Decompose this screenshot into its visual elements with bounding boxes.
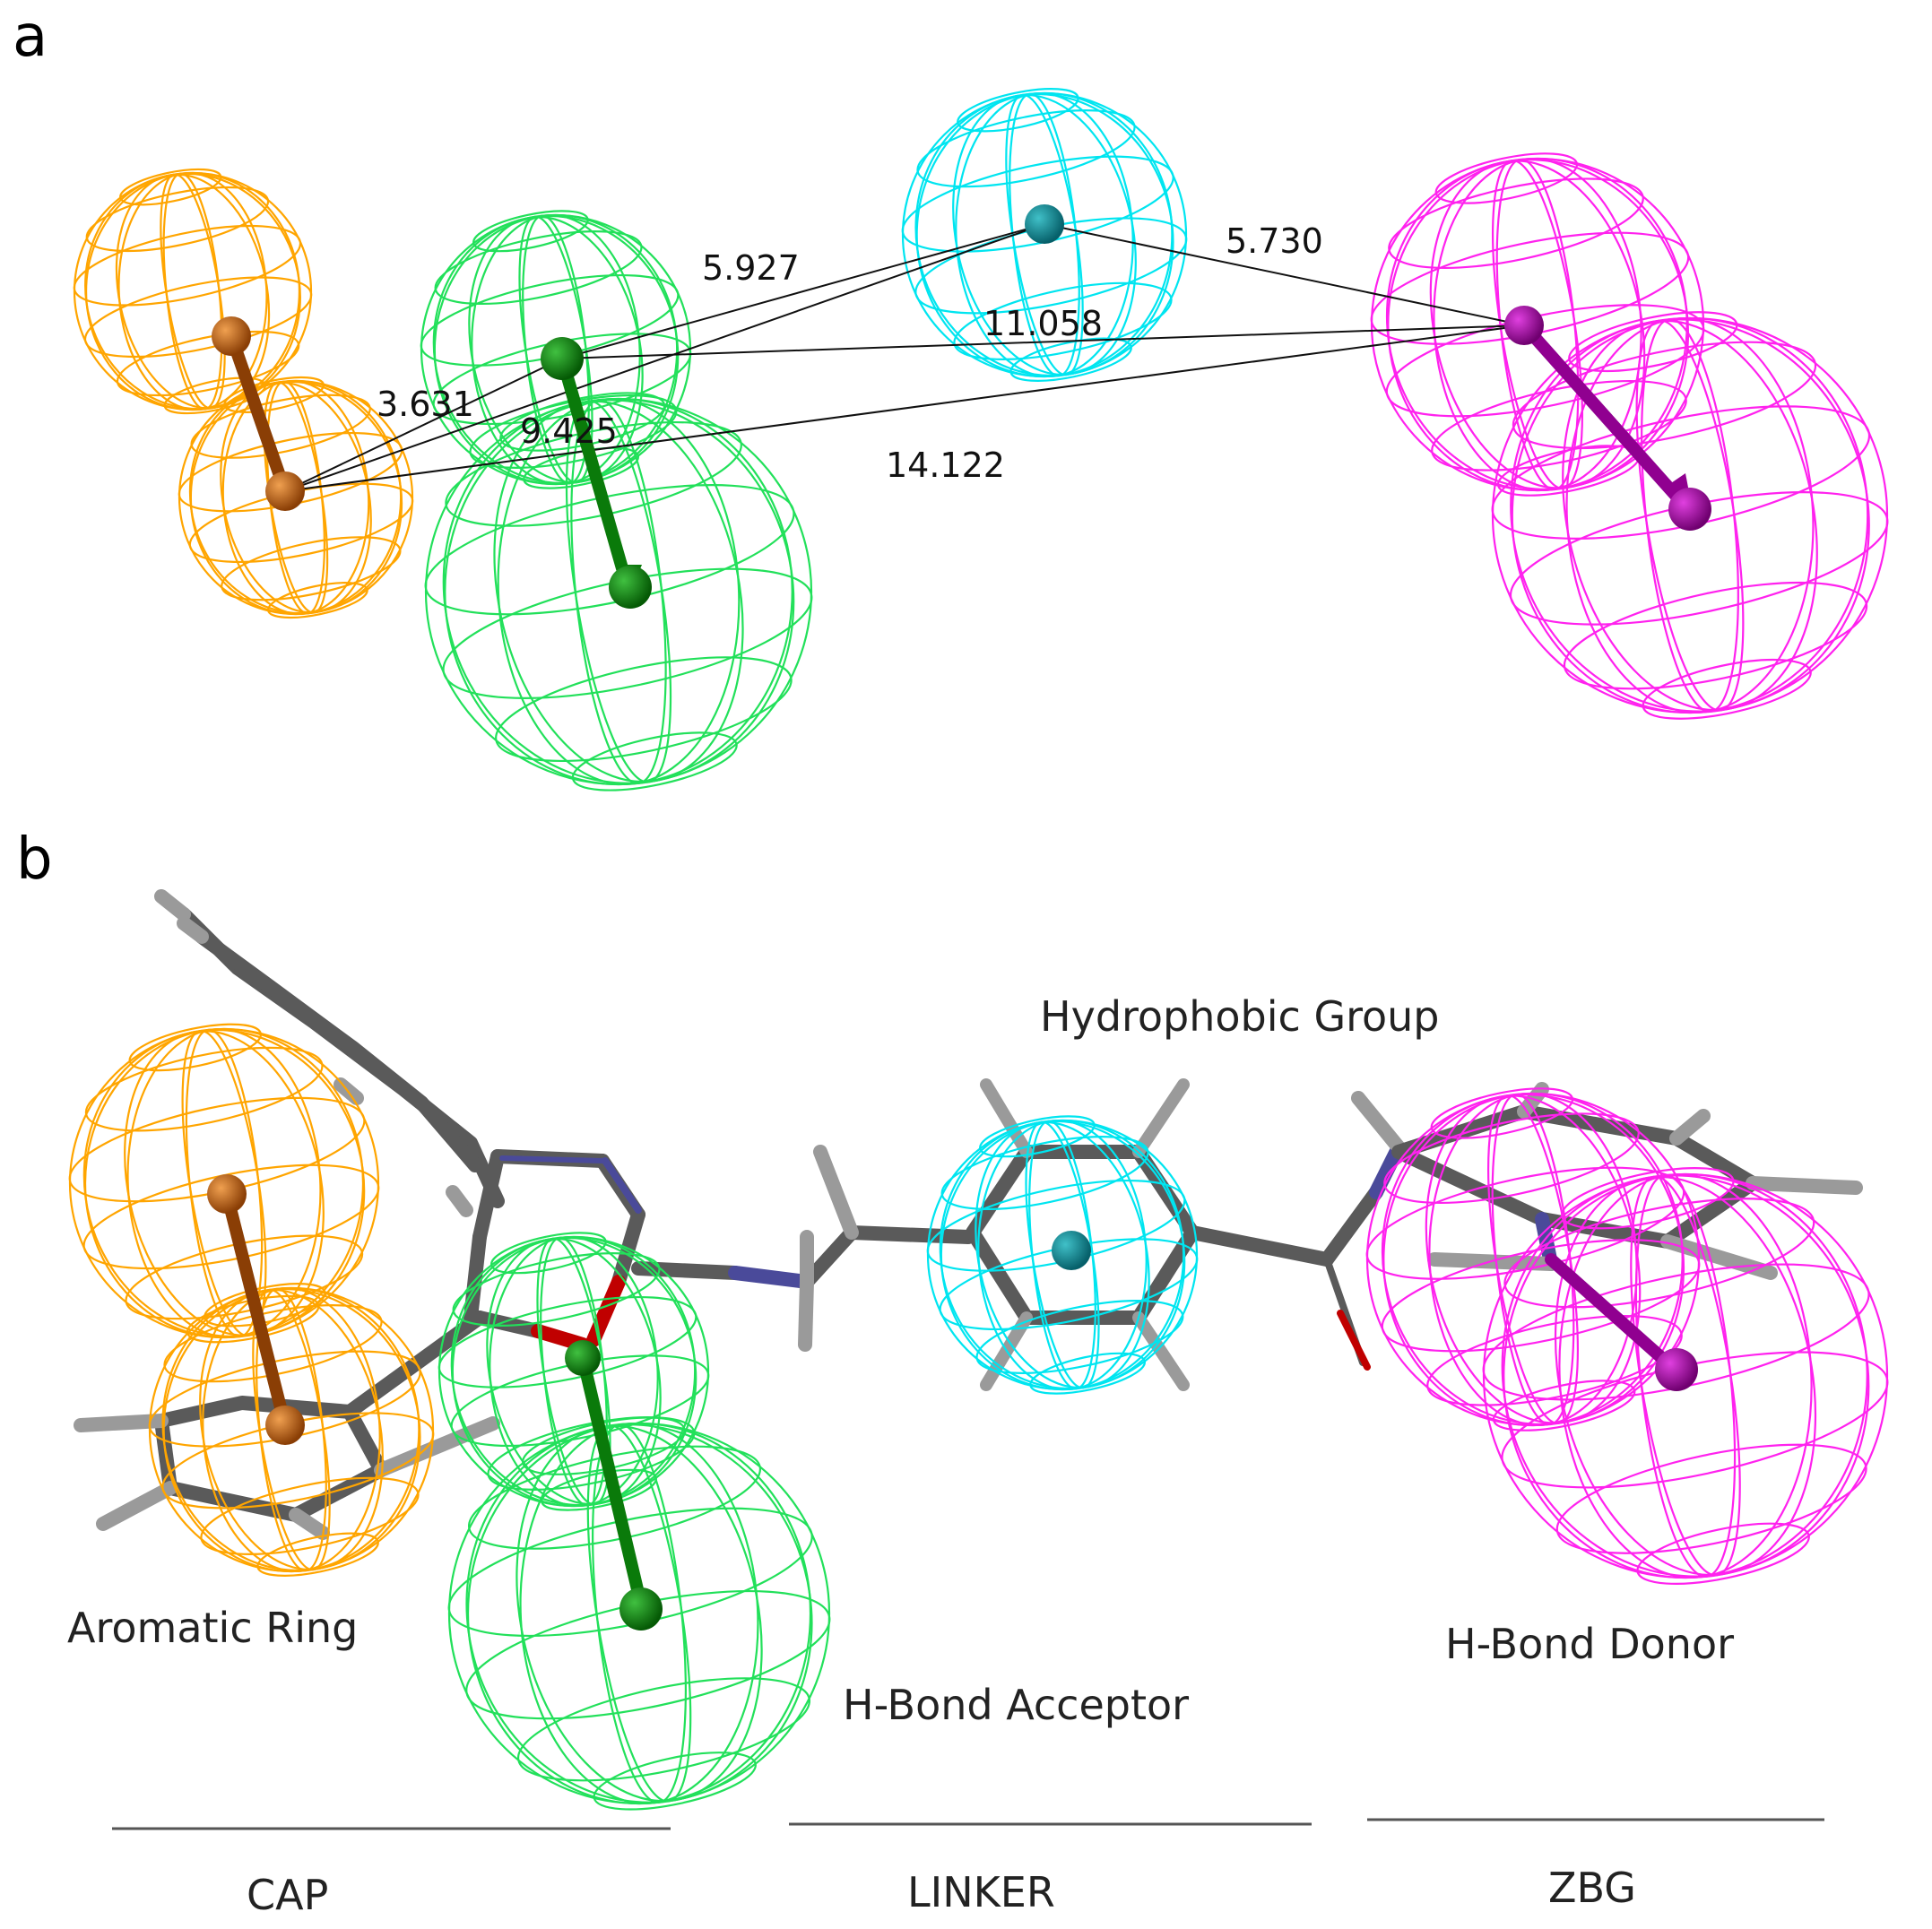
ligand-molecule bbox=[74, 889, 1863, 1540]
hydrophobic-center-a bbox=[1025, 204, 1064, 244]
distance-line bbox=[1044, 223, 1525, 326]
acceptor-cage bbox=[438, 1232, 710, 1511]
panel-b-label: b bbox=[16, 826, 53, 893]
acceptor-vector-a bbox=[541, 337, 652, 609]
panel-a-feature-cages bbox=[73, 88, 1889, 791]
aromatic-cage bbox=[68, 1023, 380, 1344]
acceptor-vector-b bbox=[565, 1340, 663, 1631]
acceptor-atom bbox=[619, 1587, 663, 1631]
h-bond-donor-label: H-Bond Donor bbox=[1445, 1620, 1734, 1668]
distance-line bbox=[561, 324, 1525, 359]
aromatic-atom bbox=[265, 471, 305, 511]
acceptor-cage bbox=[420, 210, 692, 489]
aromatic-cage bbox=[73, 168, 313, 415]
acceptor-atom bbox=[541, 337, 584, 380]
distance-label: 14.122 bbox=[886, 445, 1005, 485]
cap-label: CAP bbox=[247, 1871, 328, 1919]
donor-vector-b bbox=[1545, 1253, 1698, 1391]
bottom-phenyl-hydrogens bbox=[74, 1414, 500, 1540]
distance-label: 3.631 bbox=[377, 385, 474, 424]
acceptor-atom bbox=[565, 1340, 601, 1376]
donor-cage bbox=[1491, 311, 1889, 720]
h-bond-acceptor-label: H-Bond Acceptor bbox=[843, 1681, 1189, 1729]
hydrophobic-atom bbox=[1025, 204, 1064, 244]
donor-atom bbox=[1655, 1348, 1698, 1391]
distance-line bbox=[284, 324, 1525, 492]
donor-cage bbox=[1365, 1087, 1701, 1432]
distance-label: 5.927 bbox=[702, 248, 800, 288]
top-phenyl-ring bbox=[177, 907, 505, 1208]
distance-label: 9.425 bbox=[520, 411, 618, 451]
distance-lines bbox=[284, 223, 1525, 492]
donor-atom bbox=[1504, 306, 1544, 345]
aromatic-vector-b bbox=[207, 1174, 305, 1445]
distance-line bbox=[561, 223, 1045, 359]
zbg-label: ZBG bbox=[1548, 1864, 1636, 1912]
distance-label: 11.058 bbox=[983, 304, 1103, 343]
amine-linker bbox=[631, 1145, 975, 1352]
donor-atom bbox=[1668, 488, 1711, 531]
region-dividers bbox=[112, 1818, 1824, 1830]
hydrophobic-group-label: Hydrophobic Group bbox=[1040, 992, 1440, 1041]
hydrophobic-center-b bbox=[1052, 1231, 1091, 1270]
distance-line bbox=[284, 358, 563, 492]
linker-label: LINKER bbox=[907, 1868, 1055, 1916]
hydrophobic-atom bbox=[1052, 1231, 1091, 1270]
donor-vector-a bbox=[1504, 306, 1711, 531]
distance-line bbox=[284, 223, 1045, 492]
aromatic-atom bbox=[212, 316, 251, 356]
hydrophobic-cage bbox=[926, 1115, 1199, 1395]
distance-label: 5.730 bbox=[1226, 221, 1323, 261]
aromatic-atom bbox=[265, 1406, 305, 1445]
amide-group bbox=[1185, 1091, 1406, 1371]
acceptor-atom bbox=[609, 566, 652, 609]
aromatic-cage bbox=[148, 1283, 435, 1577]
aromatic-atom bbox=[207, 1174, 247, 1214]
panel-a-label: a bbox=[13, 4, 48, 70]
aromatic-vector-a bbox=[212, 316, 305, 511]
aromatic-ring-label: Aromatic Ring bbox=[67, 1604, 358, 1652]
